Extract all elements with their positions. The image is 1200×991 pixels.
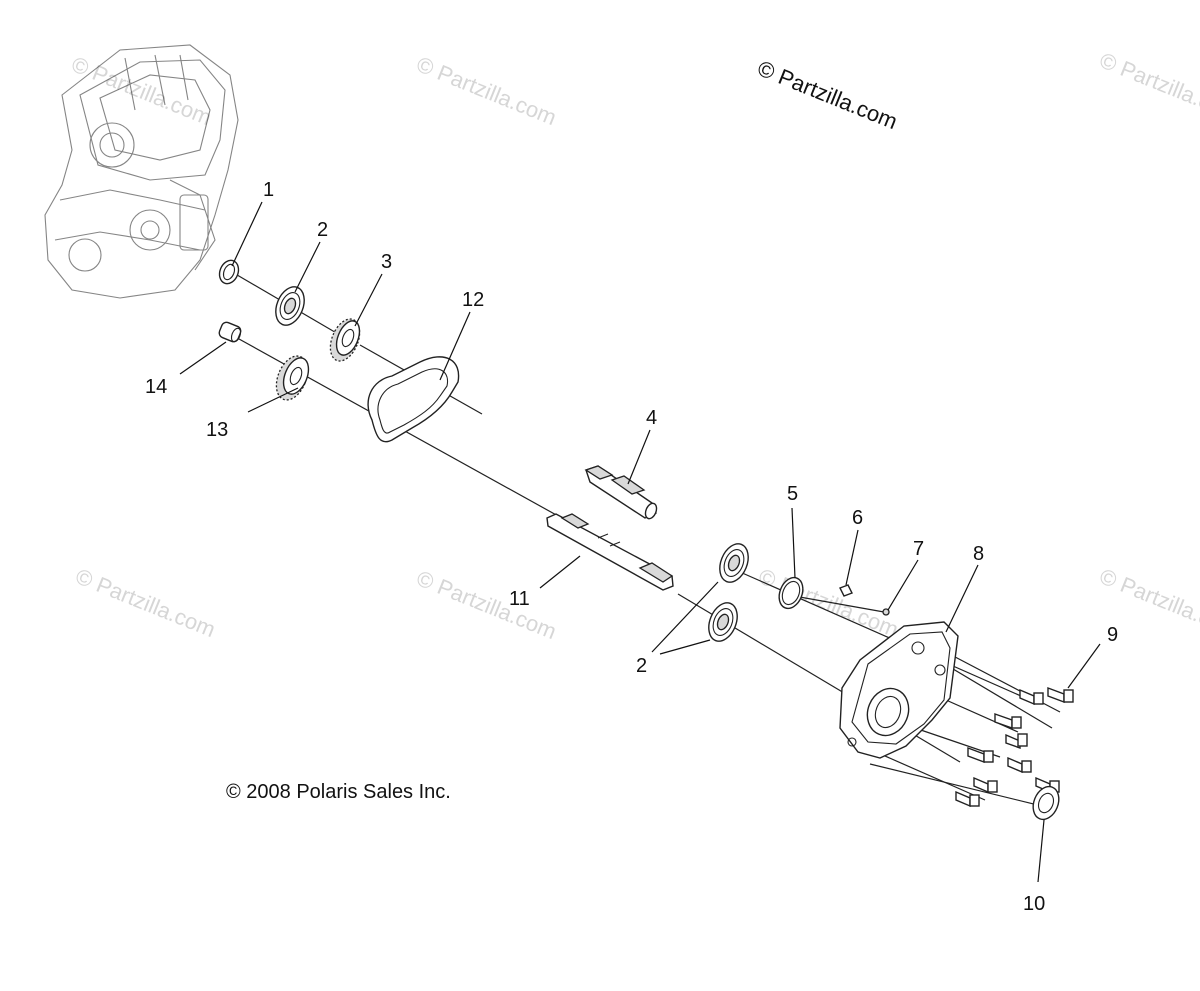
polaris-copyright: © 2008 Polaris Sales Inc. [226, 781, 451, 803]
callout-numbers: 1 2 3 12 14 13 4 5 6 7 8 9 11 2 10 [145, 179, 1118, 915]
callout-13: 13 [206, 419, 228, 441]
part-drive-chain [367, 356, 460, 443]
watermark-top-center: © Partzilla.com [413, 51, 560, 130]
transmission-housing-thumbnail [44, 44, 239, 299]
bolt-5 [1005, 733, 1028, 749]
watermark-top-right: © Partzilla.com [1096, 47, 1200, 126]
watermark-top-left: © Partzilla.com [68, 51, 215, 130]
part-bolts [955, 686, 1074, 808]
part-plug-screw [839, 584, 853, 597]
watermark-mid-left: © Partzilla.com [72, 563, 219, 642]
callout-10: 10 [1023, 893, 1045, 915]
bolt-6 [1007, 756, 1032, 774]
callout-11: 11 [509, 588, 530, 610]
callout-14: 14 [145, 376, 167, 398]
part-ball [882, 608, 890, 616]
callout-8: 8 [973, 543, 984, 565]
assembly-axis-lines [229, 271, 1061, 809]
part-bearing-pair [708, 543, 749, 642]
bolt-3 [994, 713, 1022, 729]
part-snap-ring [218, 259, 240, 285]
bolt-7 [973, 776, 998, 794]
part-o-ring [778, 576, 804, 610]
callout-7: 7 [913, 538, 924, 560]
part-long-shaft [546, 513, 674, 591]
callout-4: 4 [646, 407, 657, 429]
callout-12: 12 [462, 289, 484, 311]
part-gear-upper [329, 318, 361, 362]
callout-1: 1 [263, 179, 274, 201]
callout-3: 3 [381, 251, 392, 273]
callout-2-lower: 2 [636, 655, 647, 677]
callout-6: 6 [852, 507, 863, 529]
bolt-9 [955, 790, 980, 808]
watermark-mid-center-right: © Partzilla.com [755, 563, 902, 642]
part-cover-housing [839, 621, 959, 759]
part-short-shaft [584, 465, 658, 520]
partzilla-copyright: © Partzilla.com [754, 55, 901, 134]
callout-leaders [179, 201, 1101, 883]
watermark-mid-center: © Partzilla.com [413, 565, 560, 644]
callout-2-upper: 2 [317, 219, 328, 241]
part-bushing [218, 321, 242, 343]
bolt-4 [967, 746, 994, 764]
callout-5: 5 [787, 483, 798, 505]
part-bearing-upper [275, 286, 305, 326]
bolt-1 [1019, 688, 1044, 706]
watermark-group: © Partzilla.com © Partzilla.com © Partzi… [68, 47, 1200, 644]
callout-9: 9 [1107, 624, 1118, 646]
bolt-2 [1047, 686, 1074, 704]
part-gear-lower [275, 355, 310, 401]
part-oil-seal [1032, 785, 1060, 821]
